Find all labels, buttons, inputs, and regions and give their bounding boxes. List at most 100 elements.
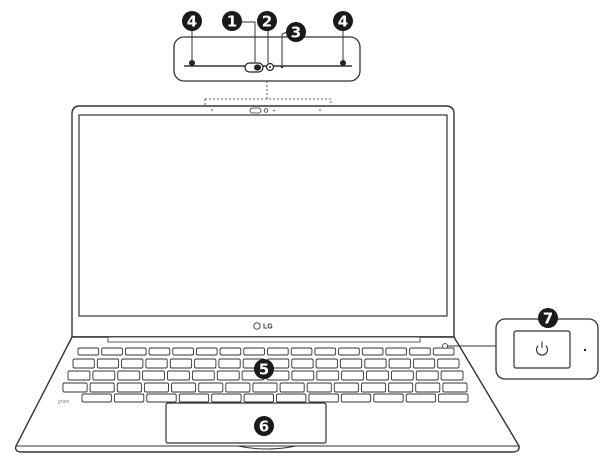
keyboard-key [243, 393, 274, 403]
keyboard-key [143, 382, 169, 393]
keyboard-key [306, 382, 332, 393]
keyboard-key [390, 370, 414, 381]
keyboard-key [276, 393, 307, 403]
keyboard-key [333, 382, 359, 393]
keyboard-key [142, 370, 165, 381]
keyboard-key [218, 358, 241, 369]
camera-indicator-dot [280, 65, 284, 69]
keyboard-key [101, 347, 123, 356]
keyboard-key [437, 358, 460, 369]
power-zoom-panel [442, 318, 599, 380]
keyboard-key [96, 358, 120, 369]
keyboard-key [198, 382, 224, 393]
keyboard-key [409, 347, 431, 356]
microphone-right-dot [340, 60, 346, 66]
keyboard-key [442, 382, 468, 393]
callout-number: 2 [262, 13, 272, 31]
keyboard-key [252, 382, 278, 393]
keyboard-key [171, 382, 197, 393]
keyboard-key [438, 393, 469, 403]
keyboard-key [81, 393, 112, 403]
keyboard-key [243, 347, 265, 356]
laptop-lid: LG [71, 105, 455, 338]
callout-power-button: 7 [538, 308, 558, 328]
keyboard-key [412, 358, 436, 369]
callout-touchpad: 6 [254, 416, 274, 436]
keyboard-key [178, 393, 210, 403]
keyboard-key [113, 393, 145, 403]
keyboard-key [388, 358, 411, 369]
callout-number: 1 [227, 13, 237, 31]
callout-layer: 1 2 3 4 4 5 6 7 [182, 11, 558, 436]
keyboard-key [316, 370, 340, 381]
keyboard-key [415, 370, 439, 381]
brand-text: gram [58, 399, 69, 405]
keyboard-key [341, 370, 364, 381]
keyboard-key [219, 347, 242, 356]
keyboard-key [194, 358, 217, 369]
microphone-left-dot [189, 60, 195, 66]
keyboard-key [148, 347, 171, 356]
keyboard-key [364, 358, 387, 369]
callout-badge [254, 359, 274, 379]
screen [78, 114, 448, 317]
keyboard-key [62, 382, 88, 393]
callout-badge [182, 11, 202, 31]
keyboard-key [290, 347, 313, 356]
callout-microphone-left: 4 [182, 11, 202, 31]
keyboard-key [117, 370, 141, 381]
keyboard-key [279, 382, 305, 393]
keyboard-key [146, 393, 177, 403]
keyboard-key [291, 370, 315, 381]
power-button [513, 330, 571, 369]
keyboard-key [211, 393, 242, 403]
keyboard-key [385, 347, 408, 356]
callout-badge [254, 416, 274, 436]
lg-logo-icon [253, 322, 261, 330]
keyboard-key [340, 393, 372, 403]
keyboard-key [440, 370, 464, 381]
keyboard-key [145, 358, 168, 369]
keyboard-key [291, 358, 314, 369]
keyboard-key [195, 347, 218, 356]
callout-microphone-right: 4 [333, 11, 353, 31]
keyboard-key [267, 347, 289, 356]
callout-badge [286, 22, 306, 42]
callout-badge [222, 11, 242, 31]
keyboard-key [124, 347, 147, 356]
callout-badge [333, 11, 353, 31]
keyboard-key [361, 382, 387, 393]
logo-text: LG [263, 324, 273, 331]
bezel-zoom-panel [173, 21, 361, 82]
keyboard-key [338, 347, 360, 356]
callout-number: 5 [259, 361, 269, 379]
keyboard-key [225, 382, 251, 393]
touchpad [165, 402, 327, 444]
keyboard-key [361, 347, 384, 356]
callout-number: 3 [291, 24, 301, 42]
keyboard-key [366, 370, 389, 381]
keyboard-key [72, 358, 95, 369]
keyboard-key [167, 370, 190, 381]
keyboard-key [77, 347, 100, 356]
keyboard-key [415, 382, 441, 393]
power-indicator-dot [583, 348, 587, 352]
callout-camera-switch: 1 [222, 11, 242, 31]
keyboard-key [169, 358, 193, 369]
callout-keyboard: 5 [254, 359, 274, 379]
keyboard-key [314, 347, 337, 356]
keyboard-key [373, 393, 404, 403]
keyboard-key [388, 382, 414, 393]
keyboard-key [116, 382, 142, 393]
callout-camera-indicator: 3 [286, 22, 306, 42]
keyboard-key [432, 347, 455, 356]
keyboard-key [339, 358, 363, 369]
callout-badge [257, 11, 277, 31]
keyboard-key [121, 358, 144, 369]
callout-number: 4 [338, 13, 348, 31]
keyboard-key [308, 393, 339, 403]
callout-number: 4 [187, 13, 197, 31]
callout-number: 7 [543, 310, 553, 328]
keyboard-key [172, 347, 194, 356]
